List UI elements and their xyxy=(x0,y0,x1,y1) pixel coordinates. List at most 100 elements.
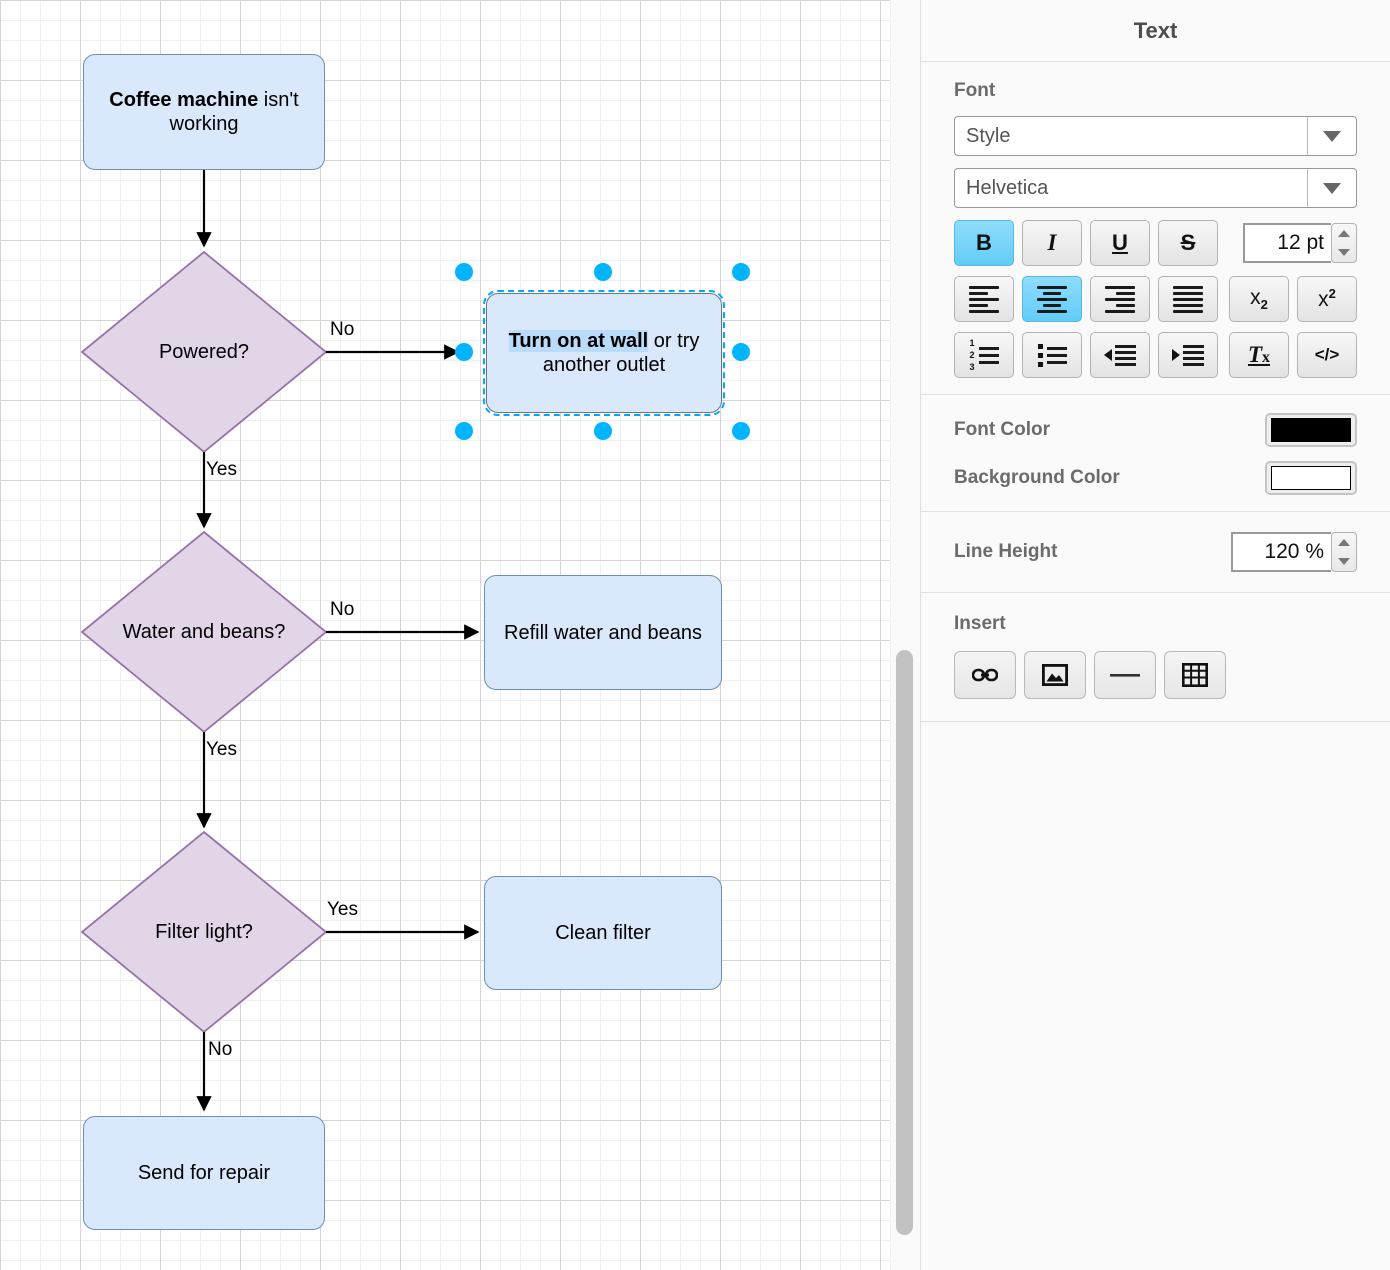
node-label-bold-selected-text: Turn on at wall xyxy=(508,330,649,352)
selection-handle-middle-left[interactable] xyxy=(455,343,473,361)
node-coffee-machine-not-working[interactable]: Coffee machine isn't working xyxy=(83,54,325,170)
edge-label-water-yes[interactable]: Yes xyxy=(206,739,237,760)
align-center-button[interactable] xyxy=(1022,276,1082,322)
node-label-rest: or try another outlet xyxy=(542,330,700,376)
bold-icon: B xyxy=(976,230,992,255)
font-color-row: Font Color xyxy=(954,413,1357,447)
underline-icon: U xyxy=(1112,230,1128,255)
image-icon xyxy=(1042,664,1068,686)
selection-handle-bottom-left[interactable] xyxy=(455,422,473,440)
strikethrough-button[interactable]: S xyxy=(1158,220,1218,266)
line-height-section: Line Height 120 % xyxy=(921,512,1390,593)
insert-section-title: Insert xyxy=(954,613,1006,634)
table-icon xyxy=(1182,663,1208,687)
font-size-stepper[interactable]: 12 pt xyxy=(1243,223,1357,263)
node-label: Clean filter xyxy=(555,922,651,944)
line-height-row: Line Height 120 % xyxy=(954,532,1357,572)
extra-format-buttons: Tx </> xyxy=(1229,332,1357,378)
insert-table-button[interactable] xyxy=(1164,651,1226,699)
diamond-filter-light xyxy=(80,830,328,1034)
selection-handle-top-right[interactable] xyxy=(732,263,750,281)
font-section: Font Style Helvetica B I U xyxy=(921,62,1390,395)
subscript-button[interactable]: x2 xyxy=(1229,276,1289,322)
node-label: Coffee machine isn't working xyxy=(94,88,314,136)
font-size-arrows[interactable] xyxy=(1331,223,1357,263)
insert-link-button[interactable] xyxy=(954,651,1016,699)
script-buttons: x2 x2 xyxy=(1229,276,1357,322)
chevron-down-icon xyxy=(1323,182,1341,194)
line-height-arrows[interactable] xyxy=(1331,532,1357,572)
style-select[interactable]: Style xyxy=(954,116,1357,156)
align-left-button[interactable] xyxy=(954,276,1014,322)
edge-label-filter-no[interactable]: No xyxy=(208,1039,233,1060)
diagram-canvas[interactable]: Coffee machine isn't working Turn on at … xyxy=(0,0,890,1270)
canvas-vertical-scrollbar[interactable] xyxy=(890,0,921,1270)
text-style-row: B I U S 12 pt xyxy=(954,220,1357,266)
diamond-water-and-beans xyxy=(80,530,328,734)
node-refill-water-and-beans[interactable]: Refill water and beans xyxy=(484,575,722,690)
font-size-decrease[interactable] xyxy=(1332,243,1356,262)
edit-html-button[interactable]: </> xyxy=(1297,332,1357,378)
background-color-value xyxy=(1271,466,1351,490)
edge-label-filter-yes[interactable]: Yes xyxy=(327,899,358,920)
line-height-decrease[interactable] xyxy=(1332,552,1356,571)
triangle-up-icon xyxy=(1338,230,1350,237)
align-justify-button[interactable] xyxy=(1158,276,1218,322)
selection-handle-top-left[interactable] xyxy=(455,263,473,281)
superscript-button[interactable]: x2 xyxy=(1297,276,1357,322)
line-height-stepper[interactable]: 120 % xyxy=(1231,532,1357,572)
font-family-select[interactable]: Helvetica xyxy=(954,168,1357,208)
align-justify-icon xyxy=(1173,285,1203,313)
font-color-swatch[interactable] xyxy=(1265,413,1357,447)
clear-formatting-icon: Tx xyxy=(1247,342,1271,367)
italic-button[interactable]: I xyxy=(1022,220,1082,266)
selection-handle-middle-right[interactable] xyxy=(732,343,750,361)
edge-label-powered-yes[interactable]: Yes xyxy=(206,459,237,480)
selection-handle-top-center[interactable] xyxy=(594,263,612,281)
alignment-row: x2 x2 xyxy=(954,276,1357,322)
background-color-swatch[interactable] xyxy=(1265,461,1357,495)
increase-indent-icon xyxy=(1172,344,1204,366)
triangle-down-icon xyxy=(1338,249,1350,256)
bold-button[interactable]: B xyxy=(954,220,1014,266)
node-label: Refill water and beans xyxy=(504,621,702,644)
line-height-increase[interactable] xyxy=(1332,533,1356,552)
increase-indent-button[interactable] xyxy=(1158,332,1218,378)
node-label: Send for repair xyxy=(137,1162,271,1184)
bulleted-list-icon xyxy=(1037,343,1067,367)
font-size-value[interactable]: 12 pt xyxy=(1243,223,1331,263)
node-turn-on-at-wall[interactable]: Turn on at wall or try another outlet xyxy=(483,290,725,416)
node-send-for-repair[interactable]: Send for repair xyxy=(83,1116,325,1230)
line-height-value[interactable]: 120 % xyxy=(1231,532,1331,572)
node-label-bold: Coffee machine xyxy=(109,89,259,111)
bulleted-list-button[interactable] xyxy=(1022,332,1082,378)
font-family-select-arrow[interactable] xyxy=(1307,169,1356,207)
format-panel: Text Font Style Helvetica B I xyxy=(920,0,1390,1270)
decrease-indent-icon xyxy=(1104,344,1136,366)
decrease-indent-button[interactable] xyxy=(1090,332,1150,378)
font-color-value xyxy=(1271,418,1351,442)
node-clean-filter[interactable]: Clean filter xyxy=(484,876,722,990)
insert-horizontal-rule-button[interactable] xyxy=(1094,651,1156,699)
insert-image-button[interactable] xyxy=(1024,651,1086,699)
scrollbar-thumb[interactable] xyxy=(896,650,913,1235)
edge-label-powered-no[interactable]: No xyxy=(330,319,355,340)
selection-handle-bottom-center[interactable] xyxy=(594,422,612,440)
superscript-icon: x2 xyxy=(1318,286,1336,311)
align-right-button[interactable] xyxy=(1090,276,1150,322)
triangle-up-icon xyxy=(1338,539,1350,546)
font-size-increase[interactable] xyxy=(1332,224,1356,243)
node-label: Turn on at wall or try another outlet xyxy=(497,329,711,377)
underline-button[interactable]: U xyxy=(1090,220,1150,266)
panel-header: Text xyxy=(921,0,1390,62)
selection-handle-bottom-right[interactable] xyxy=(732,422,750,440)
align-right-icon xyxy=(1105,285,1135,313)
clear-formatting-button[interactable]: Tx xyxy=(1229,332,1289,378)
edge-label-water-no[interactable]: No xyxy=(330,599,355,620)
style-select-arrow[interactable] xyxy=(1307,117,1356,155)
code-icon: </> xyxy=(1314,345,1340,364)
subscript-icon: x2 xyxy=(1250,285,1268,313)
